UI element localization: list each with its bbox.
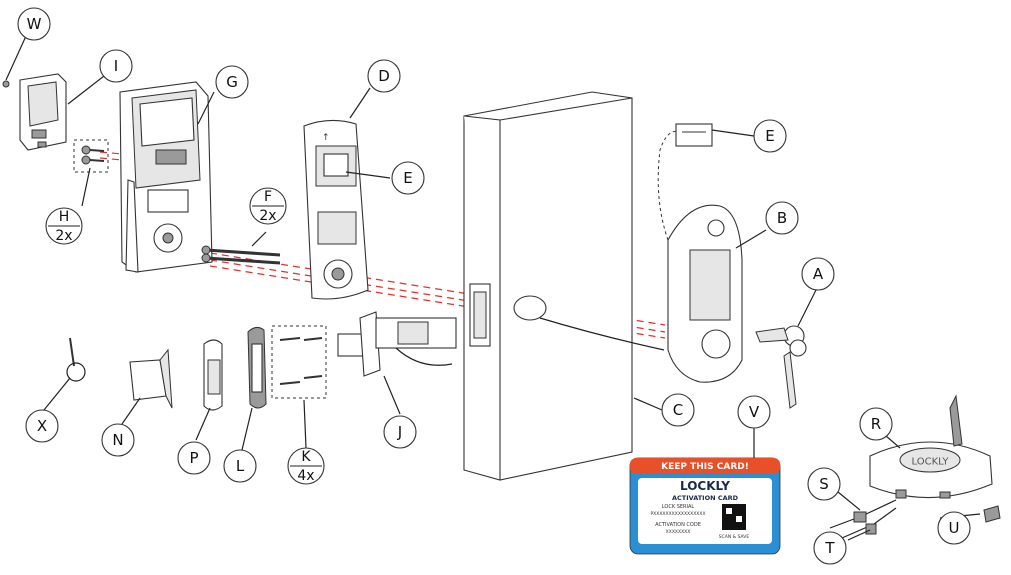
part-d-exterior-plate: ↑ (303, 119, 369, 300)
callout-d: D (367, 59, 401, 93)
part-k-screws (271, 325, 327, 399)
callout-b: B (765, 201, 799, 235)
card-logo: LOCKLY (680, 479, 730, 493)
callout-letter: K (301, 449, 311, 465)
callout-l: L (223, 449, 257, 483)
part-e-sticker (675, 123, 713, 147)
card-serial-value: PXXXXXXXXXXXXXXXXX (650, 511, 705, 517)
callout-i: I (99, 49, 133, 83)
hub-logo: LOCKLY (912, 457, 950, 468)
callout-t: T (813, 531, 847, 565)
callout-letter: R (871, 415, 881, 433)
callout-h: H 2x (45, 207, 83, 245)
callout-x: X (25, 409, 59, 443)
callout-letter: B (777, 209, 787, 227)
callout-letter: V (749, 403, 760, 421)
callout-letter: N (112, 431, 123, 449)
callout-letter: W (27, 15, 42, 33)
callout-letter: J (397, 423, 402, 441)
callout-letter: C (673, 401, 683, 419)
callout-u: U (937, 511, 971, 545)
callout-k: K 4x (287, 447, 325, 485)
part-j-latch (337, 311, 457, 377)
callout-a: A (801, 257, 835, 291)
callout-letter: F (264, 189, 272, 205)
callout-letter: S (819, 475, 829, 493)
part-s-t-cables (829, 499, 897, 539)
card-serial-label: LOCK SERIAL (662, 504, 695, 510)
card-scan: SCAN & SAVE (719, 534, 750, 540)
callout-letter: A (813, 265, 824, 283)
callout-letter: I (114, 57, 118, 75)
callout-f: F 2x (249, 187, 287, 225)
svg-text:↑: ↑ (322, 133, 330, 143)
callout-s: S (807, 467, 841, 501)
part-w-screw (2, 80, 10, 88)
card-qr (722, 504, 746, 530)
callout-letter: 2x (55, 228, 72, 244)
callout-letter: L (236, 457, 245, 475)
callout-j: J (383, 415, 417, 449)
callout-e2: E (753, 119, 787, 153)
callout-e1: E (391, 161, 425, 195)
callout-letter: U (949, 519, 960, 537)
card-banner: KEEP THIS CARD! (661, 462, 749, 472)
callout-letter: 4x (297, 468, 314, 484)
part-a-keys (755, 325, 807, 409)
callout-letter: T (824, 539, 835, 557)
callout-letter: G (226, 73, 238, 91)
callouts: W I G H 2x F 2x D E E B A C X N P L K 4x (17, 7, 971, 565)
callout-v: V (737, 395, 771, 429)
part-l-faceplate (247, 326, 267, 409)
callout-n: N (101, 423, 135, 457)
part-n-strike-box (129, 348, 173, 409)
card-subtitle: ACTIVATION CARD (672, 494, 739, 502)
door-slab (463, 91, 633, 481)
part-p-strike-plate (203, 339, 223, 411)
callout-letter: P (189, 449, 198, 467)
part-x-ring (66, 337, 86, 382)
callout-p: P (177, 441, 211, 475)
part-f-bolts (201, 245, 281, 265)
part-h-screws (73, 139, 109, 173)
card-code-value: XXXXXXXX (666, 529, 691, 535)
callout-c: C (661, 393, 695, 427)
callout-letter: X (37, 417, 47, 435)
callout-letter: E (403, 169, 412, 187)
activation-card: KEEP THIS CARD! LOCKLY ACTIVATION CARD L… (629, 457, 781, 555)
part-i-battery-cover (19, 73, 67, 151)
callout-g: G (215, 65, 249, 99)
part-b-smart-lock (657, 130, 743, 383)
callout-letter: 2x (259, 208, 276, 224)
part-u-card (983, 505, 1001, 523)
callout-letter: E (765, 127, 774, 145)
part-g-interior-plate (119, 81, 213, 273)
card-code-label: ACTIVATION CODE (655, 522, 701, 528)
callout-r: R (859, 407, 893, 441)
part-r-hub: LOCKLY (869, 394, 993, 499)
callout-letter: D (378, 67, 390, 85)
callout-letter: H (59, 209, 70, 225)
callout-w: W (17, 7, 51, 41)
